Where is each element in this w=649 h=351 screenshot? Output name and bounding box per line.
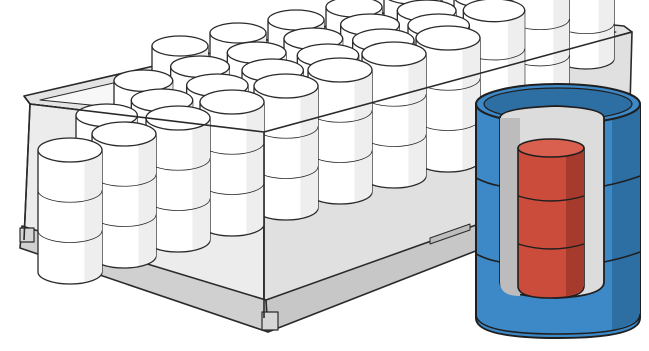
drum-shade [300,86,318,218]
drum-shade [354,70,372,202]
drum-lid [463,0,524,22]
drum-shade [84,150,102,282]
drum-lid [152,36,208,56]
drum-lid [416,26,480,50]
drum-shade [246,102,264,234]
drum-lid [308,58,372,82]
inner-canister-shade [566,148,584,296]
drum-shade [192,118,210,250]
drum [38,138,102,284]
drum-lid [146,106,210,130]
inner-canister-lid [518,139,584,157]
cutaway-drum-shade [612,104,640,330]
corner-casting [20,228,34,242]
cutaway-drum-icon [476,84,640,338]
drum-lid [210,23,266,43]
drum-shade [408,54,426,186]
drum-shade [599,0,614,67]
drum-lid [254,74,318,98]
cutaway-interior-shadow [500,118,520,296]
drum-shade [138,134,156,266]
drum-lid [200,90,264,114]
drum-lid [114,70,173,91]
drum-lid [92,122,156,146]
inner-canister [518,139,584,298]
drum-lid [38,138,102,162]
drum-lid [362,42,426,66]
drum-lid [268,10,324,30]
